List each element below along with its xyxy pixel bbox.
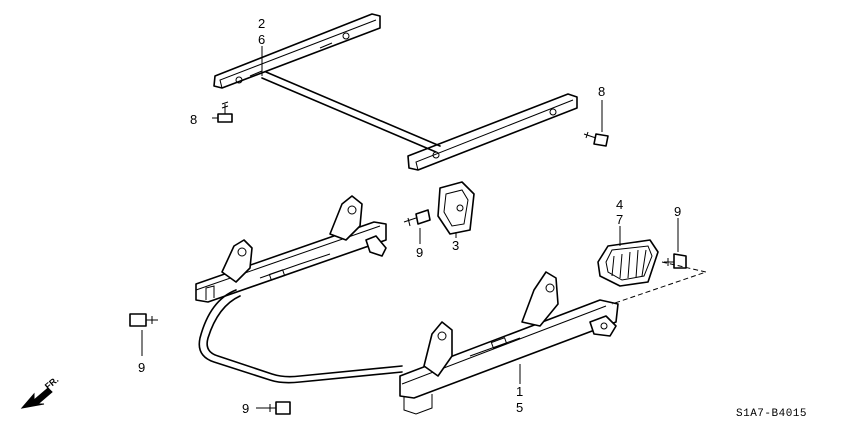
callout-7: 7 [616, 212, 623, 227]
bolt-8-right [583, 131, 609, 147]
callout-9-left: 9 [138, 360, 145, 375]
bolt-9-bottom [264, 401, 291, 415]
callout-3: 3 [452, 238, 459, 253]
left-seat-rail [195, 195, 387, 303]
bolt-9-left [129, 313, 158, 327]
right-seat-rail [399, 271, 619, 415]
callout-5: 5 [516, 400, 523, 415]
callout-8-right: 8 [598, 84, 605, 99]
callout-9-center: 9 [416, 245, 423, 260]
direction-label: FR. [43, 375, 61, 392]
callout-6: 6 [258, 32, 265, 47]
callouts: 2 6 8 8 3 9 4 7 9 9 1 5 9 [138, 16, 681, 416]
callout-1: 1 [516, 384, 523, 399]
part-4-7-cover [597, 239, 659, 287]
cross-bar [198, 289, 403, 384]
bolt-8-left [217, 101, 233, 123]
callout-9-bottom: 9 [242, 401, 249, 416]
front-direction-arrow: FR. [20, 375, 61, 409]
bolt-9-center [403, 209, 431, 227]
bolt-9-right [664, 253, 687, 269]
leader-lines [141, 46, 679, 409]
upper-frame [213, 13, 578, 171]
diagram-code: S1A7-B4015 [736, 408, 807, 420]
callout-9-right: 9 [674, 204, 681, 219]
callout-2: 2 [258, 16, 265, 31]
part-3-cover [437, 181, 475, 235]
callout-8-left: 8 [190, 112, 197, 127]
callout-4: 4 [616, 197, 623, 212]
